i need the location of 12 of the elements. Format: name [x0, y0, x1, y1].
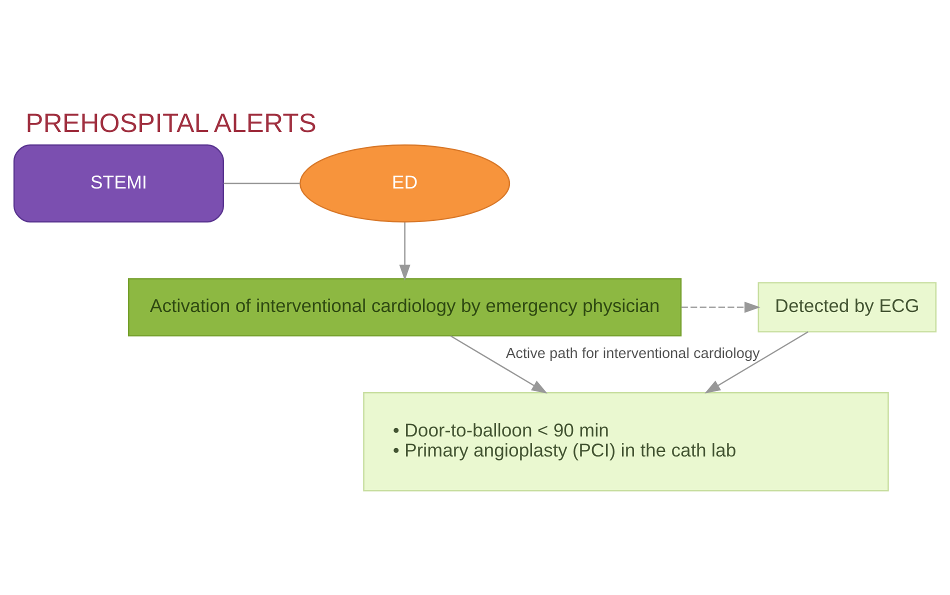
- node-box: Detected by ECG: [758, 282, 937, 332]
- node-box: Activation of interventional cardiology by emergency physician: [128, 278, 682, 336]
- node-box: STEMI: [13, 144, 224, 222]
- arrow: [450, 334, 548, 394]
- node-box: • Door-to-balloon < 90 min • Primary angioplasty (PCI) in the cath lab: [363, 392, 889, 491]
- connector: [224, 182, 300, 184]
- node-ellipse: ED: [300, 144, 510, 222]
- arrow: [704, 330, 808, 394]
- arrow: [399, 222, 410, 280]
- arrow: [681, 301, 760, 312]
- diagram-title: PREHOSPITAL ALERTS: [26, 107, 316, 138]
- edge-label: Active path for interventional cardiology: [506, 345, 760, 362]
